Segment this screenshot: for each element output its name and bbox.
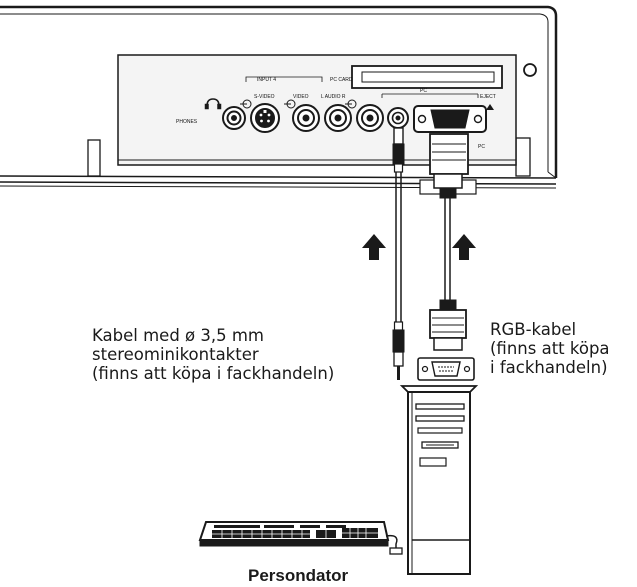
audio-cable (392, 127, 405, 380)
computer-tower-icon (399, 385, 479, 575)
rgb-cable (429, 133, 469, 351)
computer-vga-port (417, 357, 475, 381)
s-video-jack (250, 103, 280, 133)
pc-vga-port (413, 105, 487, 133)
keyboard-icon (198, 521, 403, 555)
panel-label-input4: INPUT 4 (257, 77, 276, 83)
audio-r-jack (356, 104, 384, 132)
rgb-cable-label-line3: i fackhandeln) (490, 358, 608, 377)
rgb-cable-label-line2: (finns att köpa (490, 339, 610, 358)
audio-cable-label-line1: Kabel med ø 3,5 mm (92, 326, 265, 345)
panel-label-video: VIDEO (293, 94, 309, 100)
rgb-cable-label: RGB-kabel (finns att köpa i fackhandeln) (490, 320, 610, 377)
panel-label-audio: L AUDIO R (321, 94, 346, 100)
audio-cable-label-line2: stereominikontakter (92, 345, 259, 364)
up-arrow-icon (452, 234, 476, 260)
up-arrow-icon (362, 234, 386, 260)
rgb-cable-label-line1: RGB-kabel (490, 320, 577, 339)
eject-icon (486, 104, 494, 110)
audio-cable-label: Kabel med ø 3,5 mm stereominikontakter (… (92, 326, 334, 383)
video-jack (292, 104, 320, 132)
panel-label-phones: PHONES (176, 119, 198, 125)
panel-label-pc-cable: PC (478, 144, 485, 150)
input-arrow-icon (240, 99, 357, 109)
phones-jack (222, 106, 246, 130)
headphone-icon (204, 98, 222, 110)
panel-label-eject: EJECT (480, 94, 496, 100)
computer-label: Persondator (248, 566, 349, 585)
pc-audio-jack (387, 107, 409, 129)
panel-label-pc: PC (420, 88, 427, 94)
audio-cable-label-line3: (finns att köpa i fackhandeln) (92, 364, 335, 383)
panel-label-pc-card: PC CARD (330, 77, 353, 83)
audio-l-jack (324, 104, 352, 132)
panel-label-s-video: S-VIDEO (254, 94, 275, 100)
